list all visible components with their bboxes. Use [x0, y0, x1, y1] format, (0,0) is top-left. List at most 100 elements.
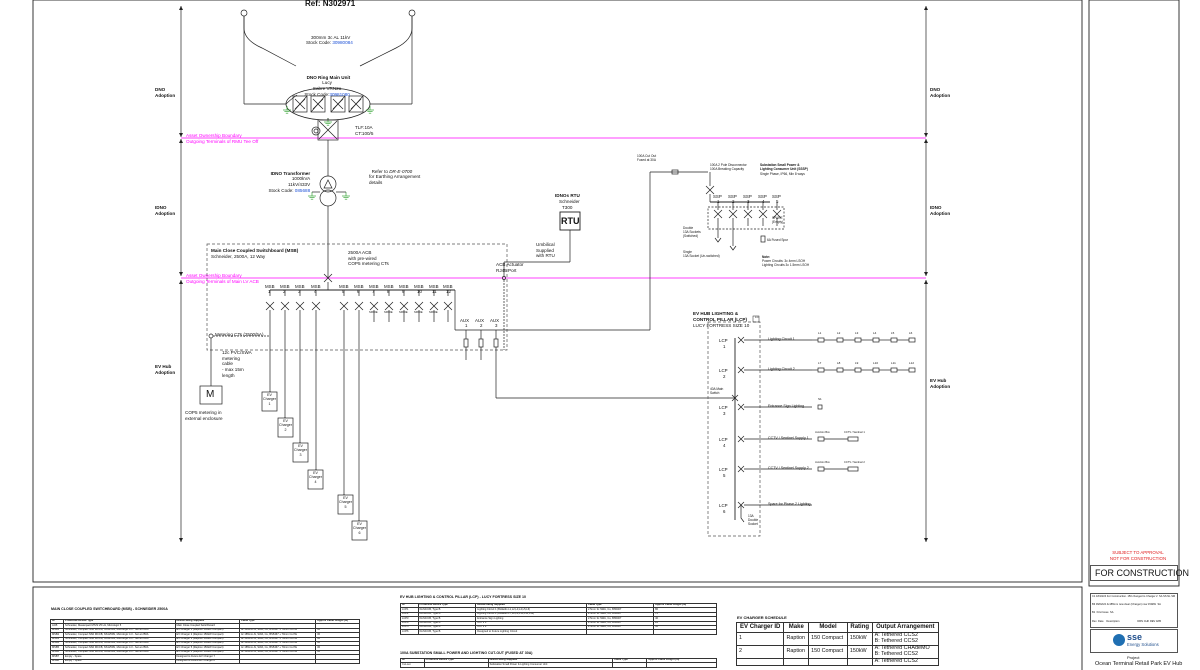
aux-fuse	[493, 338, 499, 348]
transformer-hv-winding	[319, 175, 337, 193]
ev-charger-label-1: EV Charger 1	[263, 393, 276, 406]
table-cell	[846, 657, 873, 666]
ssp-way-number-2: 2	[732, 199, 735, 204]
for-construction-label: FOR CONSTRUCTION	[1095, 568, 1189, 578]
boundary-1-sub: Outgoing Terminals of RMU Tee Off	[186, 139, 259, 144]
ct-icon	[311, 126, 321, 136]
msb-table-title: MAIN CLOSE COUPLED SWITCHBOARD (MSB) - S…	[51, 607, 168, 611]
transformer-lv-winding	[319, 189, 337, 207]
ssp-way-label-5: SSP	[772, 194, 781, 199]
lcp-way-number-2: 2	[723, 374, 726, 379]
rmu-switch-x	[294, 98, 306, 110]
cctv-label-2: CCTV / Sentinel 2	[844, 461, 865, 464]
socket-icon	[740, 505, 745, 523]
table-frame	[32, 586, 1083, 670]
table-cell	[808, 657, 848, 666]
msb-breaker-1	[265, 301, 275, 311]
lighting-circuit-1-luminaire	[908, 337, 916, 343]
rtu-title: IDNOs RTU	[555, 193, 580, 198]
aux-label-3: AUX	[490, 318, 500, 323]
aux-fuse	[478, 338, 484, 348]
revision-row: B3 09/02/24 4x185mm new clear (Charger) …	[1092, 603, 1163, 606]
zone-arrow-evhub-left-head	[179, 280, 183, 284]
msb-breaker-2	[280, 301, 290, 311]
lcp-way-number-5: 5	[723, 473, 726, 478]
logo-subtext: Energy Solutions	[1127, 642, 1159, 647]
aux-number-3: 3	[495, 323, 498, 328]
ssp-way-label-2: SSP	[728, 194, 737, 199]
revision-header: Rev Date Description DRN CHK REV APR	[1092, 620, 1162, 623]
metering-ct-icon	[208, 333, 214, 339]
lcp-main-switch-label: 40A Main Switch	[710, 387, 724, 395]
logo-text: sse	[1127, 632, 1143, 642]
msb-way-number-9: 9	[402, 289, 405, 294]
msb-spare-label-9: SPARE	[399, 311, 408, 314]
msb-spare-label-8: SPARE	[384, 311, 393, 314]
boundary-2-label: Asset Ownership Boundary	[186, 273, 242, 278]
cable-termination-icon	[408, 9, 416, 17]
cctv-1-icon	[847, 436, 859, 442]
table-cell: A: Tethered CCS2	[871, 657, 940, 666]
ev-charger-box-5	[337, 494, 354, 515]
msb-subtitle: Schneider, 2500A, 12 Way	[211, 254, 266, 259]
table-cell	[653, 629, 717, 635]
main-acb	[323, 273, 333, 283]
lighting-circuit-2-luminaire	[836, 367, 844, 373]
zone-label-idno-right: IDNO Adoption	[930, 205, 951, 216]
table-header: Rating	[846, 622, 873, 633]
lighting-circuit-2-label-3: L9	[855, 361, 859, 365]
table-cell	[646, 662, 717, 668]
table-cell: 150 Compact	[808, 632, 848, 646]
zone-arrow-evhub-right-head	[924, 538, 928, 542]
junction-box-1	[817, 436, 825, 442]
lcp-socket-label: 13A Double Socket	[748, 514, 759, 526]
table-cell	[423, 662, 489, 668]
ssp-way-number-3: 3	[747, 199, 750, 204]
aux-number-2: 2	[480, 323, 483, 328]
zone-arrow-idno-right-head	[924, 272, 928, 276]
ev-charger-label-4: EV Charger 4	[309, 471, 322, 484]
msb-way-number-8: 8	[387, 289, 390, 294]
msb-way-label-12: MSB	[443, 284, 453, 289]
earthing-note: Refer to DR-E-0700 for Earthing Arrangem…	[369, 168, 421, 186]
ssp-cutout-label: 100A Cut Out Fused at 30A	[637, 154, 657, 162]
msb-breaker-8	[384, 301, 394, 311]
lcp-circuit-label-4: CCTV / Sentinel Supply 1	[768, 436, 809, 440]
junction-label-2: Junction Box	[815, 461, 830, 464]
table-header: EV Charger ID	[735, 622, 785, 633]
ssp-disconnector-label: 100A 2 Pole Disconnector 100A Breaking C…	[710, 163, 747, 171]
lcp-circuit-label-6: Spare for Phase 2 Lighting	[768, 502, 811, 506]
lighting-circuit-2-luminaire	[890, 367, 898, 373]
lighting-circuit-1-label-2: L2	[837, 331, 841, 335]
hv-cable	[243, 16, 297, 67]
lcp-breaker-1	[737, 336, 745, 344]
cctv-2-icon	[847, 466, 859, 472]
junction-label-1: Junction Box	[815, 431, 830, 434]
ssp-way-number-5: 5	[776, 199, 779, 204]
table-cell	[612, 662, 648, 668]
acb-note: 2500A ACB with pre-wired COP5 metering C…	[348, 250, 389, 267]
lcp-breaker-4	[737, 435, 745, 443]
lighting-circuit-2-luminaire	[908, 367, 916, 373]
rmu-switch	[348, 95, 364, 113]
for-construction-box: FOR CONSTRUCTION	[1090, 565, 1189, 581]
lcp-main-switch	[731, 394, 739, 402]
zone-label-dno-left: DNO Adoption	[155, 87, 176, 98]
cutout-table-title: 100A SUBSTATION SMALL POWER AND LIGHTING…	[400, 651, 533, 655]
lighting-circuit-2-luminaire	[854, 367, 862, 373]
project-label: Project	[1127, 655, 1140, 660]
ssp-title: Substation Small Power & Lighting Consum…	[760, 163, 808, 171]
project-name: Ocean Terminal Retail Park EV Hub	[1095, 661, 1183, 667]
msb-way-number-6: 6	[357, 289, 360, 294]
msb-spare-label-10: SPARE	[414, 311, 423, 314]
rmu-switch	[310, 95, 326, 113]
lighting-circuit-1-label-6: L6	[909, 331, 913, 335]
reference-number: Ref: N302971	[305, 0, 356, 8]
zone-arrow-idno-right-head	[924, 139, 928, 143]
